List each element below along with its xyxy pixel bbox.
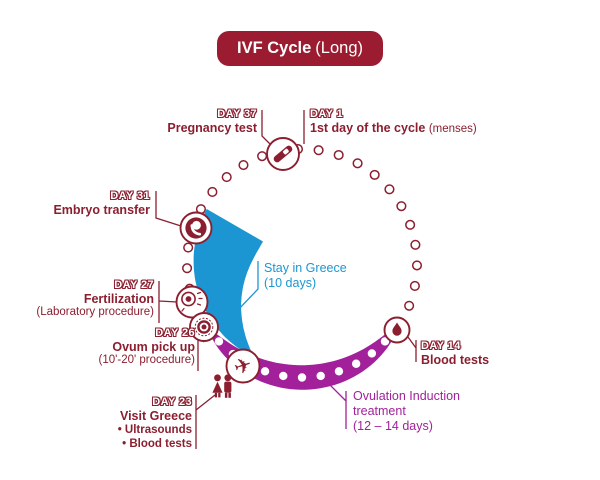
day26-number: DAY 26 bbox=[155, 327, 195, 339]
fertilization-icon bbox=[175, 285, 209, 319]
ovulation-arc-dot bbox=[260, 367, 270, 376]
day27-suffix: (Laboratory procedure) bbox=[36, 306, 154, 318]
ovulation-arc-dot bbox=[367, 349, 377, 358]
leader-day37 bbox=[261, 110, 272, 146]
day31-title: Embryo transfer bbox=[53, 203, 150, 217]
ovulation-arc-dot bbox=[279, 371, 288, 381]
leader-ovulation bbox=[328, 383, 347, 429]
leader-day23 bbox=[195, 394, 216, 449]
day23-title: Visit Greece bbox=[119, 409, 192, 423]
day27-number: DAY 27 bbox=[114, 279, 154, 291]
ovulation-arc-dot bbox=[316, 371, 325, 381]
ovulation-arc-dot bbox=[297, 373, 307, 382]
ring-dot bbox=[409, 280, 420, 291]
ovulation-arc-dot bbox=[334, 367, 344, 376]
day26-suffix: (10'-20' procedure) bbox=[98, 354, 195, 366]
day23-bullet-blood-tests: • Blood tests bbox=[122, 438, 192, 450]
label-day14: DAY 14 Blood tests bbox=[421, 340, 489, 367]
day23-bullet-ultrasounds: • Ultrasounds bbox=[117, 424, 192, 436]
ring-dot bbox=[257, 151, 268, 162]
day27-title: Fertilization bbox=[83, 292, 154, 306]
ring-dot bbox=[369, 169, 380, 180]
label-day37: DAY 37 Pregnancy test bbox=[167, 108, 257, 135]
ovulation-line1: Ovulation Induction bbox=[353, 389, 461, 403]
ring-dot bbox=[221, 172, 232, 183]
ring-dot bbox=[207, 186, 218, 197]
blood-drop-icon bbox=[383, 316, 411, 344]
day37-title: Pregnancy test bbox=[167, 121, 257, 135]
ring-dot bbox=[313, 145, 324, 156]
label-day26: DAY 26 Ovum pick up (10'-20' procedure) bbox=[99, 327, 195, 367]
label-ovulation: Ovulation Induction treatment (12 – 14 d… bbox=[353, 389, 460, 434]
ovulation-arc-dot bbox=[351, 359, 361, 368]
label-day27: DAY 27 Fertilization (Laboratory procedu… bbox=[36, 279, 154, 319]
ring-dot bbox=[396, 201, 407, 212]
leader-lines bbox=[155, 110, 417, 449]
ring-dot bbox=[238, 159, 249, 171]
embryo-icon bbox=[179, 211, 213, 245]
leader-day31 bbox=[155, 191, 182, 227]
day14-number: DAY 14 bbox=[421, 340, 461, 352]
couple-icon bbox=[212, 374, 232, 398]
label-day23: DAY 23 Visit Greece • Ultrasounds • Bloo… bbox=[118, 396, 192, 451]
pregnancy-test-icon bbox=[266, 137, 300, 171]
ring-dot bbox=[183, 242, 194, 253]
day37-number: DAY 37 bbox=[217, 108, 257, 120]
ovulation-arc-dot bbox=[380, 337, 390, 346]
ovulation-line3: (12 – 14 days) bbox=[353, 419, 433, 433]
ovulation-line2: treatment bbox=[353, 404, 406, 418]
day1-number: DAY 1 bbox=[310, 108, 344, 120]
day1-title: 1st day of the cycle (menses) bbox=[310, 121, 477, 135]
ring-dot bbox=[404, 300, 415, 311]
airplane-icon: ✈ bbox=[225, 348, 261, 384]
title-suffix: (Long) bbox=[315, 39, 363, 57]
ring-dot bbox=[333, 149, 344, 161]
day14-title: Blood tests bbox=[421, 353, 490, 367]
label-day31: DAY 31 Embryo transfer bbox=[53, 190, 150, 217]
ring-dot bbox=[410, 239, 421, 250]
leader-stay-in-greece bbox=[235, 261, 259, 313]
ring-dot bbox=[182, 263, 193, 274]
leader-day14 bbox=[407, 336, 417, 362]
label-stay-in-greece: Stay in Greece (10 days) bbox=[264, 261, 347, 291]
ring-dot bbox=[405, 219, 416, 230]
title-banner: IVF Cycle(Long) bbox=[217, 31, 383, 66]
label-day1: DAY 1 1st day of the cycle (menses) bbox=[310, 108, 477, 136]
day31-number: DAY 31 bbox=[110, 190, 150, 202]
ring-dot bbox=[352, 158, 363, 169]
ovulation-arc-dot bbox=[214, 337, 224, 346]
ring-dot bbox=[384, 184, 395, 195]
day23-number: DAY 23 bbox=[152, 396, 192, 408]
day1-suffix: (menses) bbox=[428, 123, 477, 135]
day26-title: Ovum pick up bbox=[112, 340, 195, 354]
ring-dot bbox=[411, 260, 423, 271]
leader-day27 bbox=[158, 281, 178, 323]
title-main: IVF Cycle bbox=[237, 39, 312, 57]
cycle-dotted-ring bbox=[182, 144, 423, 311]
stay-line2: (10 days) bbox=[264, 276, 317, 290]
ovum-icon bbox=[189, 312, 219, 342]
stay-in-greece-arc bbox=[193, 209, 263, 358]
stay-line1: Stay in Greece bbox=[264, 261, 347, 275]
